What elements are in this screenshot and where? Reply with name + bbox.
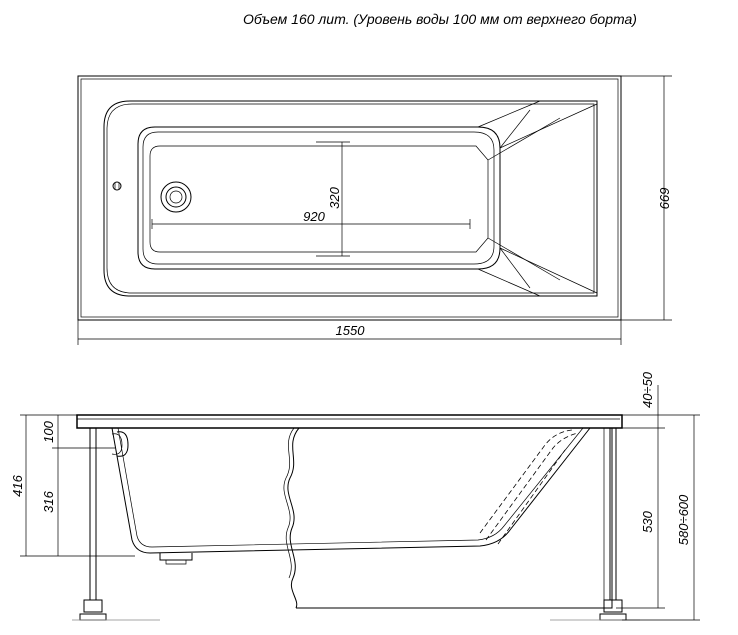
dim-leg-height: 580÷600	[676, 494, 691, 545]
drain-icon	[160, 181, 192, 213]
break-line	[287, 427, 300, 609]
dim-panel-height: 530	[640, 510, 655, 532]
leg-right	[609, 428, 617, 600]
side-view: 416 100 316 40÷50 530 580÷600	[10, 371, 700, 621]
basin-outline	[137, 126, 501, 270]
dim-total-depth: 416	[10, 474, 25, 496]
overflow-icon	[112, 181, 122, 191]
dim-inner-width: 320	[327, 186, 342, 208]
dim-water-depth: 316	[41, 490, 56, 512]
inner-shelf	[103, 100, 598, 297]
side-rim	[76, 414, 623, 429]
dim-length: 1550	[336, 323, 366, 338]
dim-inner-length: 920	[303, 209, 325, 224]
dim-rim-depth: 100	[41, 420, 56, 442]
dim-rim-height: 40÷50	[640, 371, 655, 408]
leg-left	[89, 428, 97, 600]
top-view: 920 320 699 1550	[77, 75, 672, 345]
outer-rim	[77, 75, 622, 321]
drawing-caption: Объем 160 лит. (Уровень воды 100 мм от в…	[243, 11, 637, 27]
dim-width: 699	[657, 187, 672, 209]
